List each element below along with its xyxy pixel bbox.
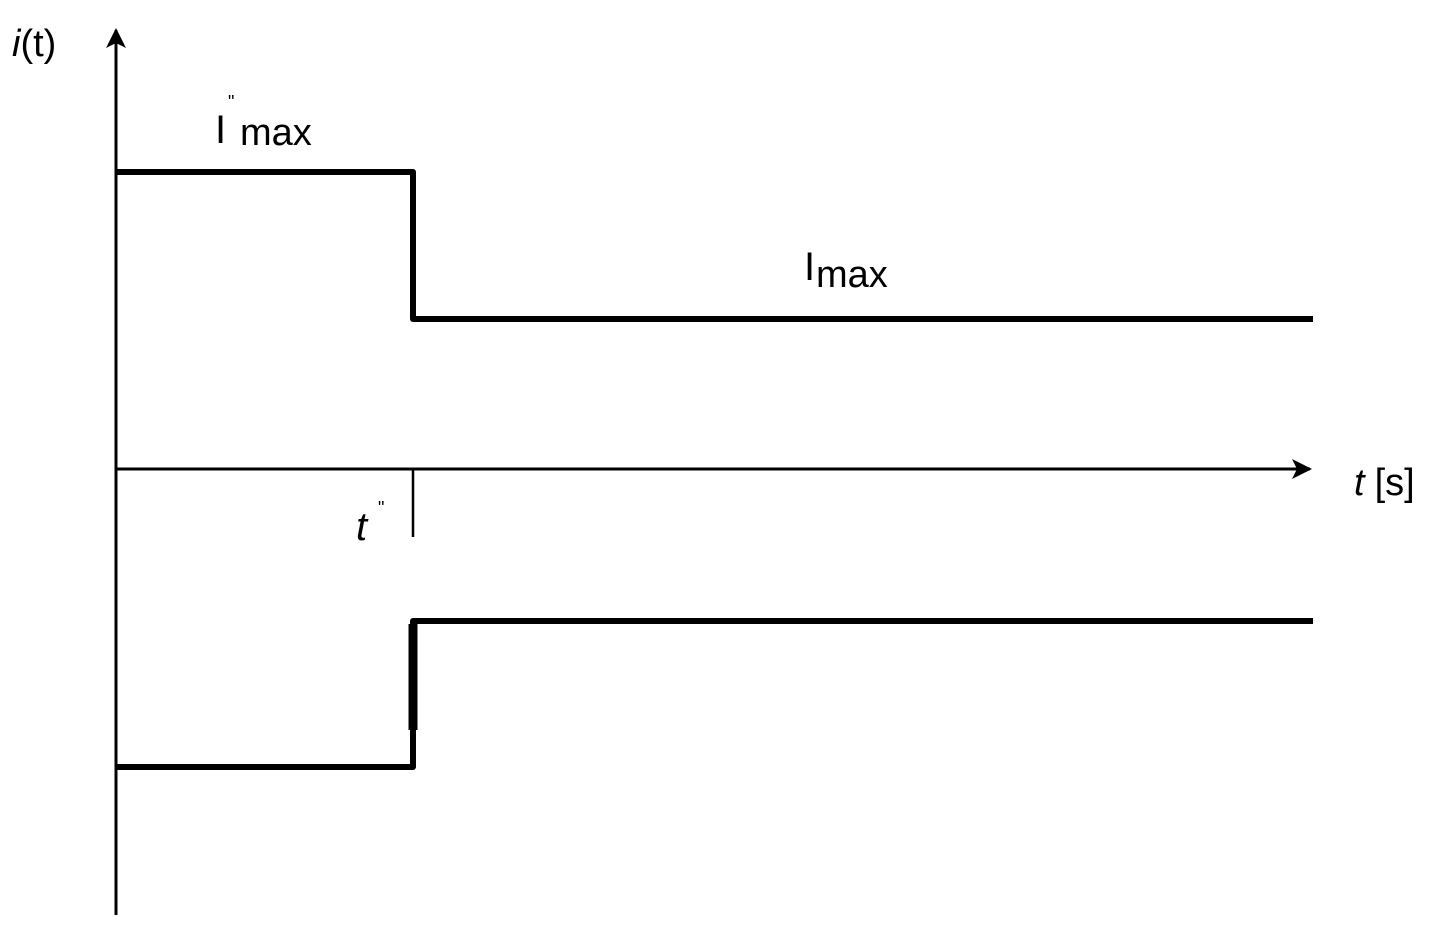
svg-text:I: I: [804, 245, 815, 289]
lower-current-trace: [116, 618, 1313, 770]
switch-time-label: t ": [356, 498, 384, 549]
svg-text:t: t: [356, 505, 369, 549]
svg-text:max: max: [816, 254, 888, 296]
x-axis-label: t[s]: [1354, 462, 1415, 504]
upper-current-trace: [116, 169, 1313, 322]
subtransient-current-label: I " max: [215, 92, 312, 154]
svg-text:": ": [378, 498, 384, 518]
svg-text:I: I: [215, 108, 226, 152]
y-axis-label: i(t): [12, 23, 56, 65]
svg-text:": ": [228, 92, 234, 112]
steady-current-label: I max: [804, 245, 888, 296]
svg-text:max: max: [240, 112, 312, 154]
